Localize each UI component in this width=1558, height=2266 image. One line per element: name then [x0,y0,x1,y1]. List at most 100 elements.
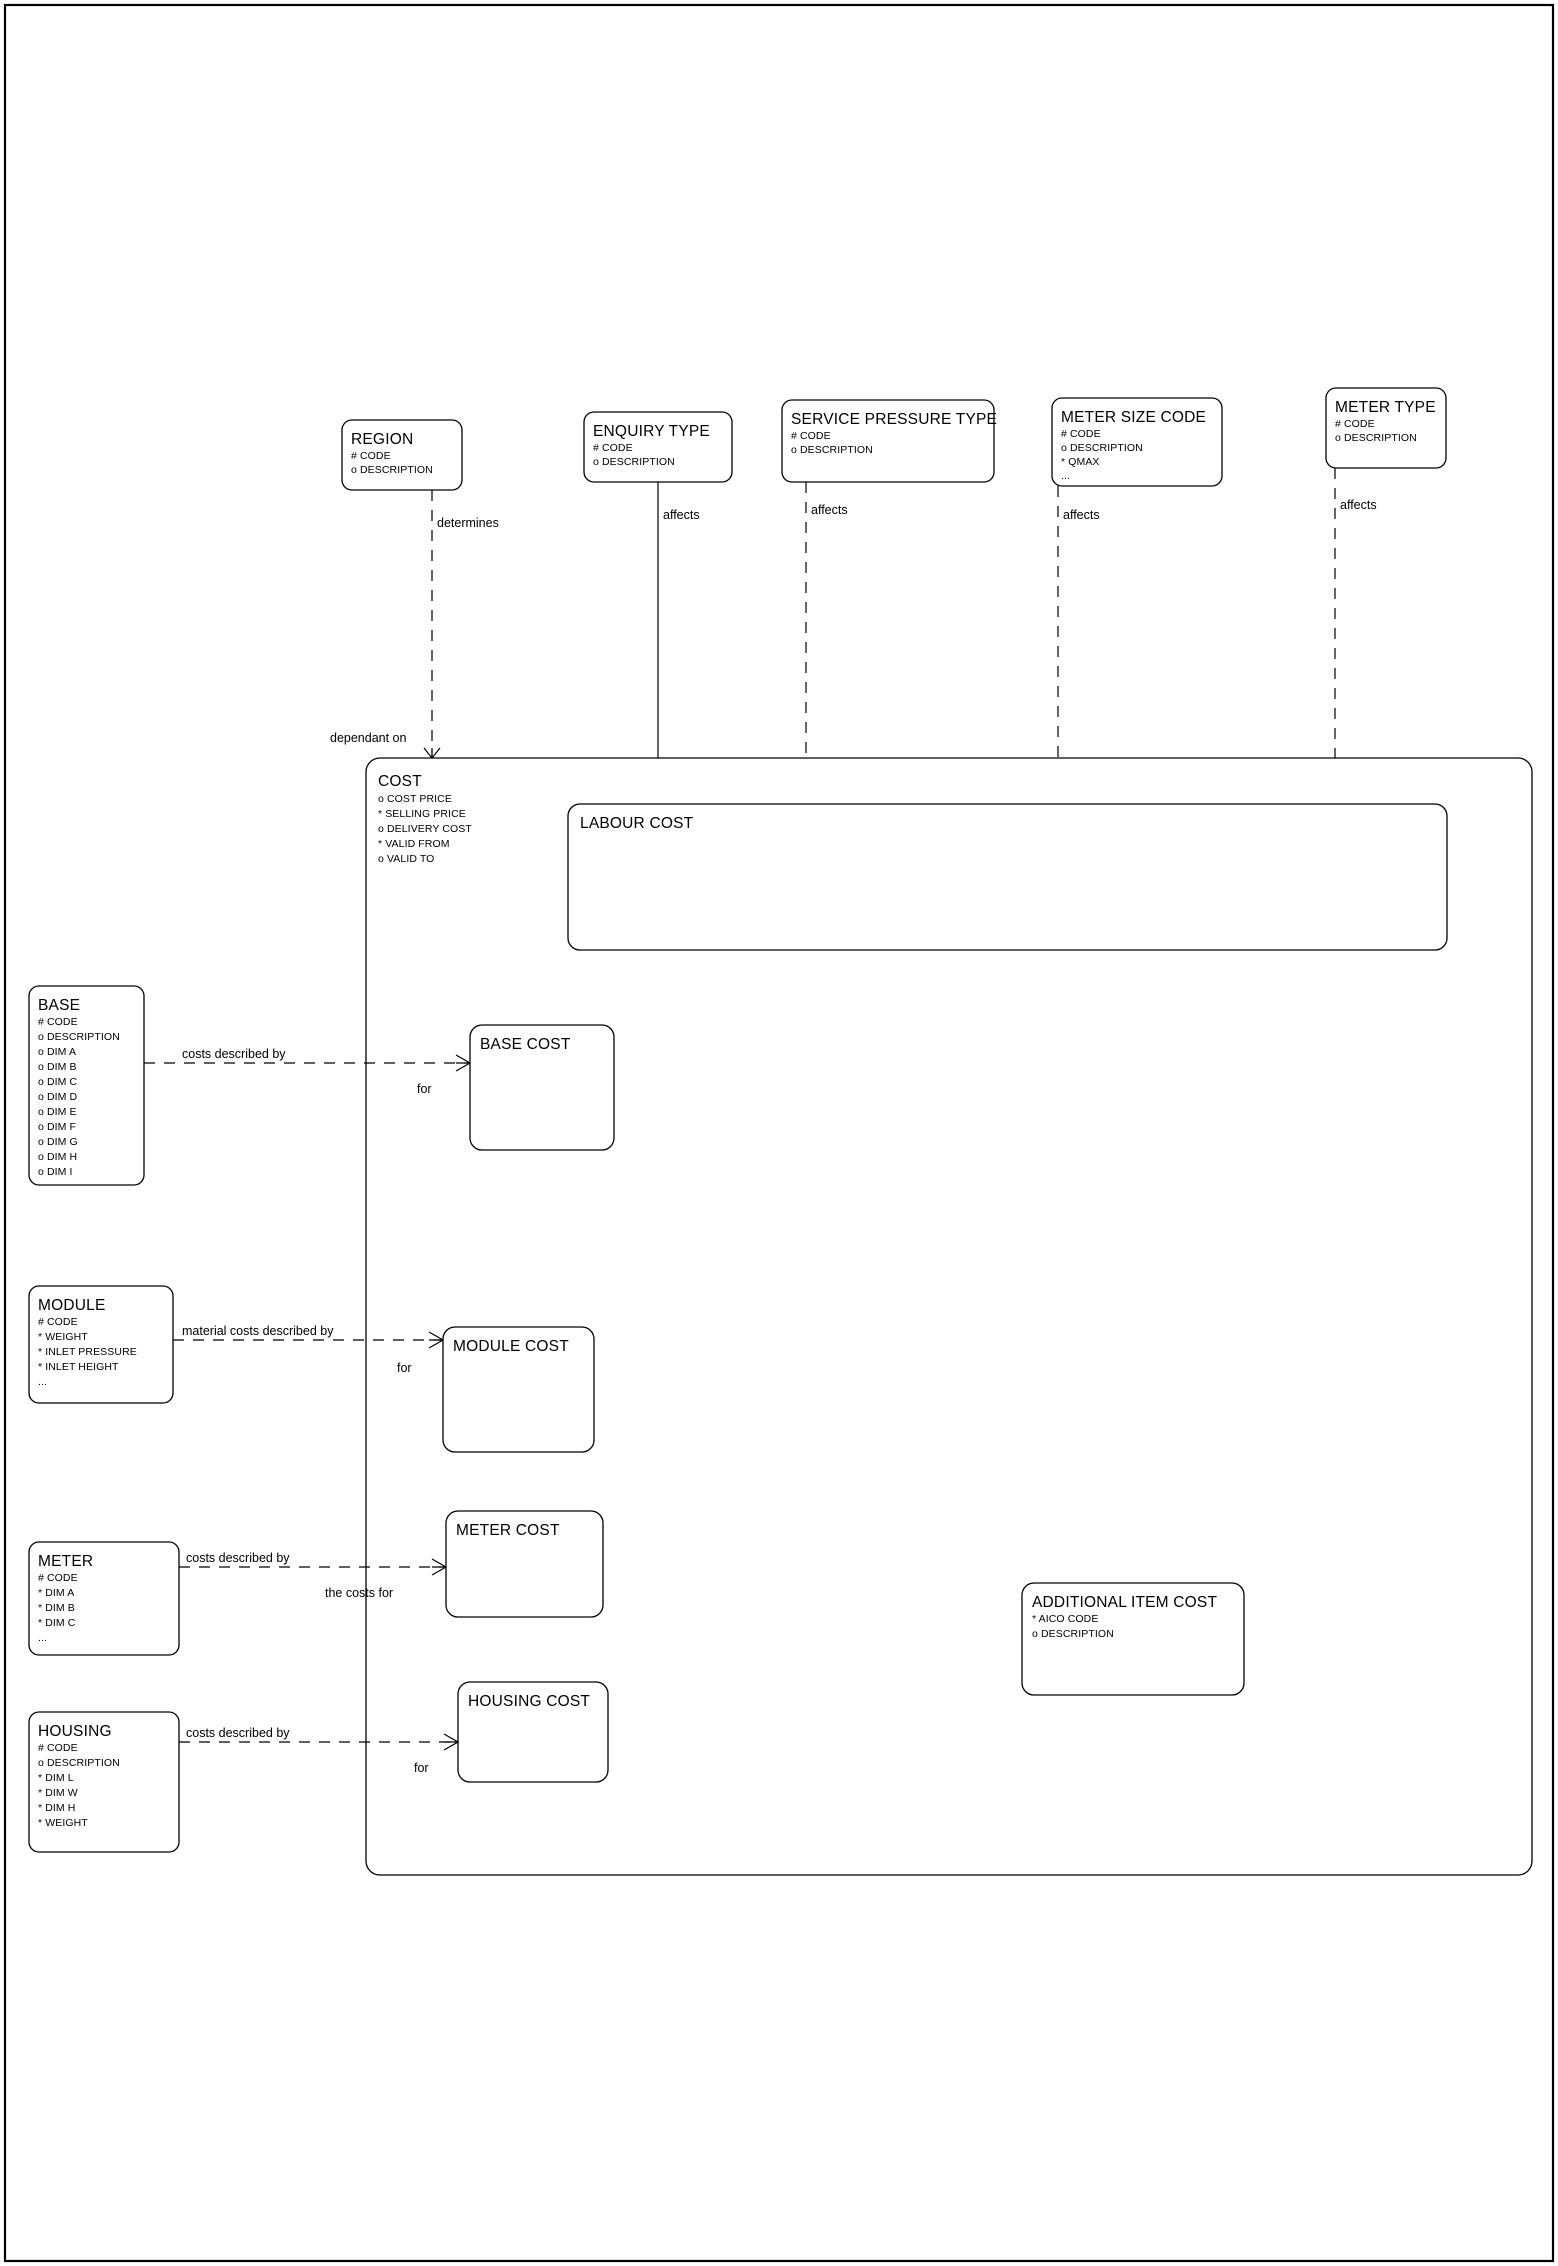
relationship-label-base-for: for [417,1082,432,1096]
entity-module-attr-1: * WEIGHT [38,1331,88,1343]
entity-module-title: MODULE [38,1297,106,1314]
entity-meter-type-attr-1: o DESCRIPTION [1335,432,1417,444]
entity-labour-cost-box[interactable] [567,803,1448,951]
relationship-label-determines: determines [437,516,499,530]
entity-base-cost-box[interactable] [469,1024,615,1151]
entity-base-attr-7: o DIM F [38,1121,76,1133]
relationship-label-module-for: for [397,1361,412,1375]
crowsfoot-meter-metercost [431,1558,448,1576]
entity-meter-cost-title: METER COST [456,1522,560,1539]
entity-base[interactable]: BASE # CODE o DESCRIPTION o DIM A o DIM … [28,985,145,1186]
entity-housing-attr-2: * DIM L [38,1772,74,1784]
entity-cost-attr-2: o DELIVERY COST [378,823,472,835]
entity-service-pressure-type[interactable]: SERVICE PRESSURE TYPE # CODE o DESCRIPTI… [781,399,997,483]
relationship-label-affects-service-pressure: affects [811,503,848,517]
entity-housing-attr-4: * DIM H [38,1802,75,1814]
entity-cost-attr-4: o VALID TO [378,853,434,865]
entity-meter-attr-2: * DIM B [38,1602,75,1614]
entity-additional-item-cost-title: ADDITIONAL ITEM COST [1032,1594,1217,1611]
entity-base-attr-1: o DESCRIPTION [38,1031,120,1043]
entity-base-attr-9: o DIM H [38,1151,77,1163]
crowsfoot-base-basecost [455,1054,472,1072]
entity-region-box[interactable] [341,419,463,491]
entity-module-cost[interactable]: MODULE COST [442,1326,595,1453]
relationship-label-housing-for: for [414,1761,429,1775]
entity-cost-attr-1: * SELLING PRICE [378,808,466,820]
entity-base-attr-10: o DIM I [38,1166,73,1178]
entity-meter-size-code[interactable]: METER SIZE CODE # CODE o DESCRIPTION * Q… [1051,397,1223,487]
entity-housing-attr-1: o DESCRIPTION [38,1757,120,1769]
entity-base-cost-title: BASE COST [480,1036,571,1053]
entity-base-attr-6: o DIM E [38,1106,77,1118]
entity-housing-attr-3: * DIM W [38,1787,78,1799]
entity-housing-cost-box[interactable] [457,1681,609,1783]
entity-service-pressure-type-title: SERVICE PRESSURE TYPE [791,411,997,428]
entity-module-attr-0: # CODE [38,1316,78,1328]
entity-enquiry-type[interactable]: ENQUIRY TYPE # CODE o DESCRIPTION [583,411,733,483]
entity-housing-cost-title: HOUSING COST [468,1693,590,1710]
entity-module[interactable]: MODULE # CODE * WEIGHT * INLET PRESSURE … [28,1285,174,1404]
entity-housing-title: HOUSING [38,1723,112,1740]
entity-base-cost[interactable]: BASE COST [469,1024,615,1151]
entity-housing-cost[interactable]: HOUSING COST [457,1681,609,1783]
entity-region[interactable]: REGION # CODE o DESCRIPTION [341,419,463,491]
entity-meter-type-attr-0: # CODE [1335,418,1375,430]
page-border [3,3,1555,2263]
entity-region-attr-1: o DESCRIPTION [351,464,433,476]
entity-meter-cost-box[interactable] [445,1510,604,1618]
entity-region-attr-0: # CODE [351,450,391,462]
entity-labour-cost-title: LABOUR COST [580,815,694,832]
entity-housing-box[interactable] [28,1711,180,1853]
entity-module-attr-2: * INLET PRESSURE [38,1346,137,1358]
relationship-label-affects-meter-size: affects [1063,508,1100,522]
entity-base-box[interactable] [28,985,145,1186]
entity-meter-cost[interactable]: METER COST [445,1510,604,1618]
entity-base-attr-0: # CODE [38,1016,78,1028]
entity-meter-type-title: METER TYPE [1335,399,1436,416]
relationship-label-affects-enquiry: affects [663,508,700,522]
relationship-label-housing-costs-described-by: costs described by [186,1726,290,1740]
entity-additional-item-cost-box[interactable] [1021,1582,1245,1696]
entity-additional-item-cost-attr-1: o DESCRIPTION [1032,1628,1114,1640]
crowsfoot-region-cost [423,747,441,759]
entity-module-cost-title: MODULE COST [453,1338,569,1355]
entity-meter-type[interactable]: METER TYPE # CODE o DESCRIPTION [1325,387,1447,469]
entity-meter-size-code-box[interactable] [1051,397,1223,487]
entity-module-cost-box[interactable] [442,1326,595,1453]
entity-service-pressure-type-attr-1: o DESCRIPTION [791,444,873,456]
entity-module-attr-4: ... [38,1376,47,1388]
entity-meter-title: METER [38,1553,93,1570]
entity-cost-attr-0: o COST PRICE [378,793,452,805]
entity-meter-size-code-attr-0: # CODE [1061,428,1101,440]
relationship-label-dependant-on: dependant on [330,731,407,745]
crowsfoot-housing-housingcost [443,1733,460,1751]
entity-module-attr-3: * INLET HEIGHT [38,1361,119,1373]
entity-enquiry-type-attr-0: # CODE [593,442,633,454]
entity-meter-type-box[interactable] [1325,387,1447,469]
entity-enquiry-type-attr-1: o DESCRIPTION [593,456,675,468]
entity-meter[interactable]: METER # CODE * DIM A * DIM B * DIM C ... [28,1541,180,1656]
entity-base-attr-5: o DIM D [38,1091,78,1103]
entity-module-box[interactable] [28,1285,174,1404]
entity-service-pressure-type-box[interactable] [781,399,995,483]
entity-cost-attr-3: * VALID FROM [378,838,450,850]
entity-cost-title: COST [378,773,422,790]
entity-meter-size-code-attr-2: * QMAX [1061,456,1100,468]
entity-meter-attr-4: ... [38,1632,47,1644]
entity-meter-box[interactable] [28,1541,180,1656]
entity-housing-attr-5: * WEIGHT [38,1817,88,1829]
entity-housing[interactable]: HOUSING # CODE o DESCRIPTION * DIM L * D… [28,1711,180,1853]
entity-base-attr-8: o DIM G [38,1136,78,1148]
entity-additional-item-cost[interactable]: ADDITIONAL ITEM COST * AICO CODE o DESCR… [1021,1582,1245,1696]
entity-meter-attr-3: * DIM C [38,1617,76,1629]
entity-meter-size-code-title: METER SIZE CODE [1061,409,1206,426]
entity-base-title: BASE [38,997,80,1014]
entity-base-attr-4: o DIM C [38,1076,78,1088]
relationship-label-base-costs-described-by: costs described by [182,1047,286,1061]
crowsfoot-module-modulecost [428,1331,445,1349]
entity-labour-cost[interactable]: LABOUR COST [567,803,1448,951]
entity-base-attr-2: o DIM A [38,1046,76,1058]
entity-service-pressure-type-attr-0: # CODE [791,430,831,442]
